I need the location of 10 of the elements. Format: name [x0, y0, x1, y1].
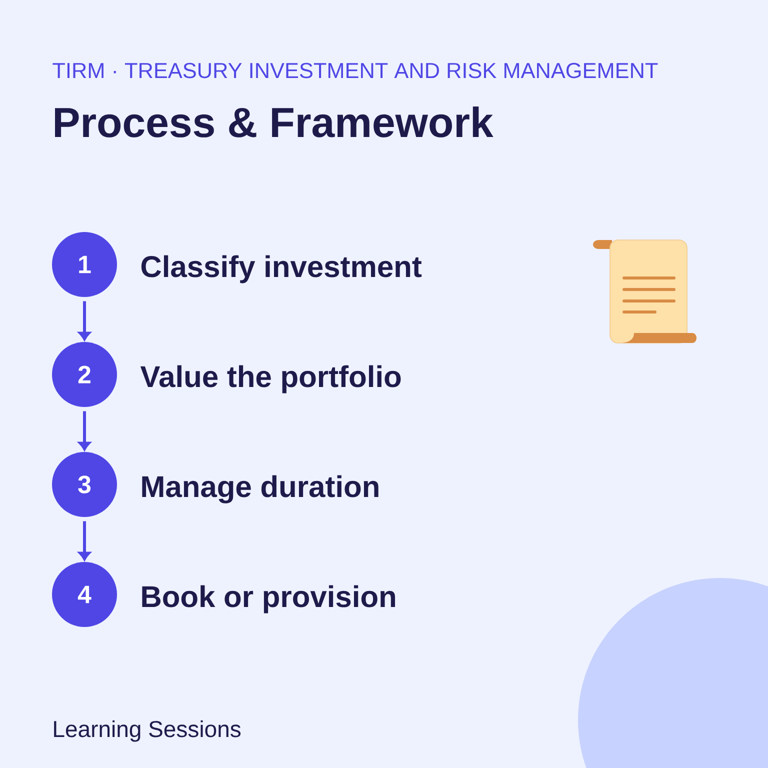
arrow [78, 301, 91, 341]
step-text: Classify investment [141, 255, 422, 284]
arrow [78, 411, 91, 451]
arrow [78, 521, 91, 561]
footer-text: Learning Sessions [54, 720, 241, 742]
step-text: Manage duration [142, 475, 378, 504]
step-text: Book or provision [142, 585, 396, 614]
title: Process & Framework [55, 106, 494, 138]
subtitle: TIRM · TREASURY INVESTMENT AND RISK MANAGEMENT [52, 62, 658, 78]
step-text: Value the portfolio [140, 365, 401, 394]
